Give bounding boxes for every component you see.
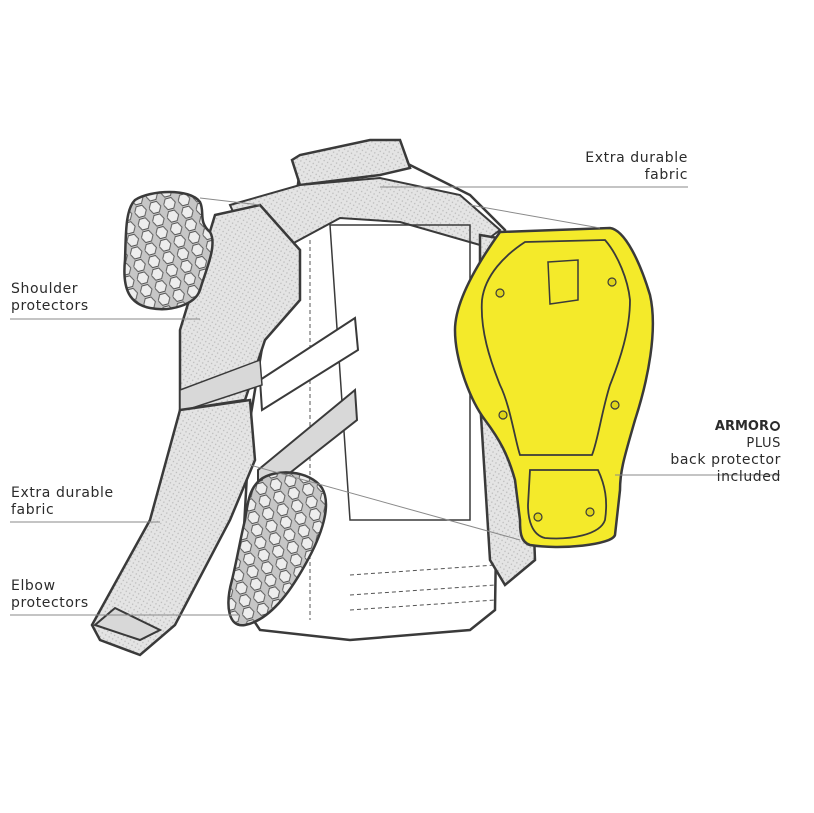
label-shoulder-line2: protectors [11, 298, 161, 315]
armor-mark-icon [770, 421, 780, 431]
label-extra-durable-top: Extra durable fabric [560, 150, 688, 184]
rivet [611, 401, 619, 409]
label-extra-durable-side-line1: Extra durable [11, 485, 161, 502]
rivet [608, 278, 616, 286]
label-extra-durable-side: Extra durable fabric [11, 485, 161, 519]
label-back-protector-line1: back protector [640, 452, 781, 469]
label-elbow-line1: Elbow [11, 578, 161, 595]
label-elbow: Elbow protectors [11, 578, 161, 612]
label-extra-durable-top-line1: Extra durable [560, 150, 688, 167]
brand-plus: PLUS [640, 435, 781, 452]
rivet [499, 411, 507, 419]
label-back-protector-line2: included [640, 469, 781, 486]
label-extra-durable-side-line2: fabric [11, 502, 161, 519]
label-extra-durable-top-line2: fabric [560, 167, 688, 184]
rivet [534, 513, 542, 521]
label-shoulder-line1: Shoulder [11, 281, 161, 298]
label-elbow-line2: protectors [11, 595, 161, 612]
rivet [496, 289, 504, 297]
label-shoulder: Shoulder protectors [11, 281, 161, 315]
brand-armor: ARMOR [715, 419, 769, 434]
rivet [586, 508, 594, 516]
